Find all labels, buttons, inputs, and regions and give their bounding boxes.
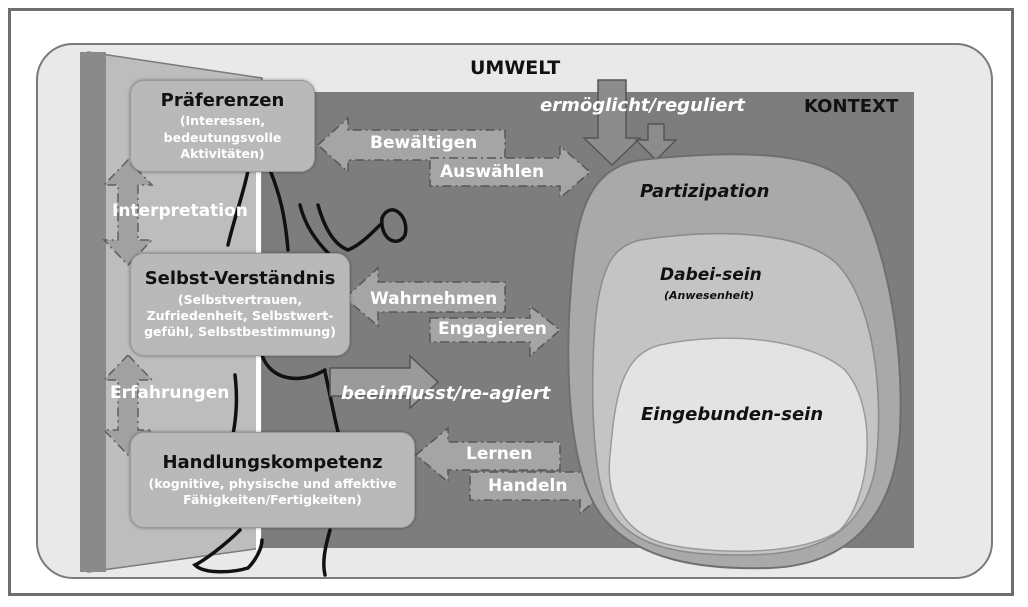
handlung-subtitle: (kognitive, physische und affektive Fähi… — [148, 475, 397, 507]
auswaehlen-label: Auswählen — [440, 162, 545, 182]
wahrnehmen-label: Wahrnehmen — [370, 289, 498, 309]
partizipation-label: Partizipation — [640, 181, 770, 202]
beeinflusst-arrow — [329, 354, 440, 410]
horizontal-dashed-arrows — [316, 116, 612, 516]
bewaeltigen-label: Bewältigen — [370, 133, 478, 153]
interpretation-label: Interpretation — [112, 201, 248, 221]
lernen-label: Lernen — [466, 444, 533, 464]
umwelt-label: UMWELT — [470, 57, 561, 79]
handlung-box: Handlungskompetenz (kognitive, physische… — [130, 432, 415, 528]
eingebunden-blob — [608, 337, 868, 552]
beeinflusst-label: beeinflusst/re-agiert — [341, 383, 551, 404]
selbst-box: Selbst-Verständnis (Selbstvertrauen, Zuf… — [130, 253, 350, 356]
praeferenzen-subtitle: (Interessen, bedeutungsvolle Aktivitäten… — [163, 113, 282, 161]
handeln-label: Handeln — [488, 476, 568, 496]
ermoeglicht-label: ermöglicht/reguliert — [540, 95, 745, 116]
selbst-title: Selbst-Verständnis — [144, 268, 336, 290]
umwelt-arrows — [582, 79, 678, 167]
person-wall-edge — [80, 52, 106, 572]
vertical-dashed-arrows — [102, 158, 154, 457]
praeferenzen-title: Präferenzen — [160, 89, 285, 111]
dabei-label: Dabei-sein — [660, 265, 762, 285]
handlung-title: Handlungskompetenz — [162, 451, 383, 473]
eingebunden-label: Eingebunden-sein — [641, 404, 824, 425]
engagieren-label: Engagieren — [438, 319, 547, 339]
kontext-label: KONTEXT — [804, 96, 899, 117]
anwesenheit-label: (Anwesenheit) — [664, 289, 755, 302]
selbst-subtitle: (Selbstvertrauen, Zufriedenheit, Selbstw… — [144, 291, 336, 340]
erfahrungen-label: Erfahrungen — [110, 383, 230, 403]
praeferenzen-box: Präferenzen (Interessen, bedeutungsvolle… — [130, 80, 315, 172]
